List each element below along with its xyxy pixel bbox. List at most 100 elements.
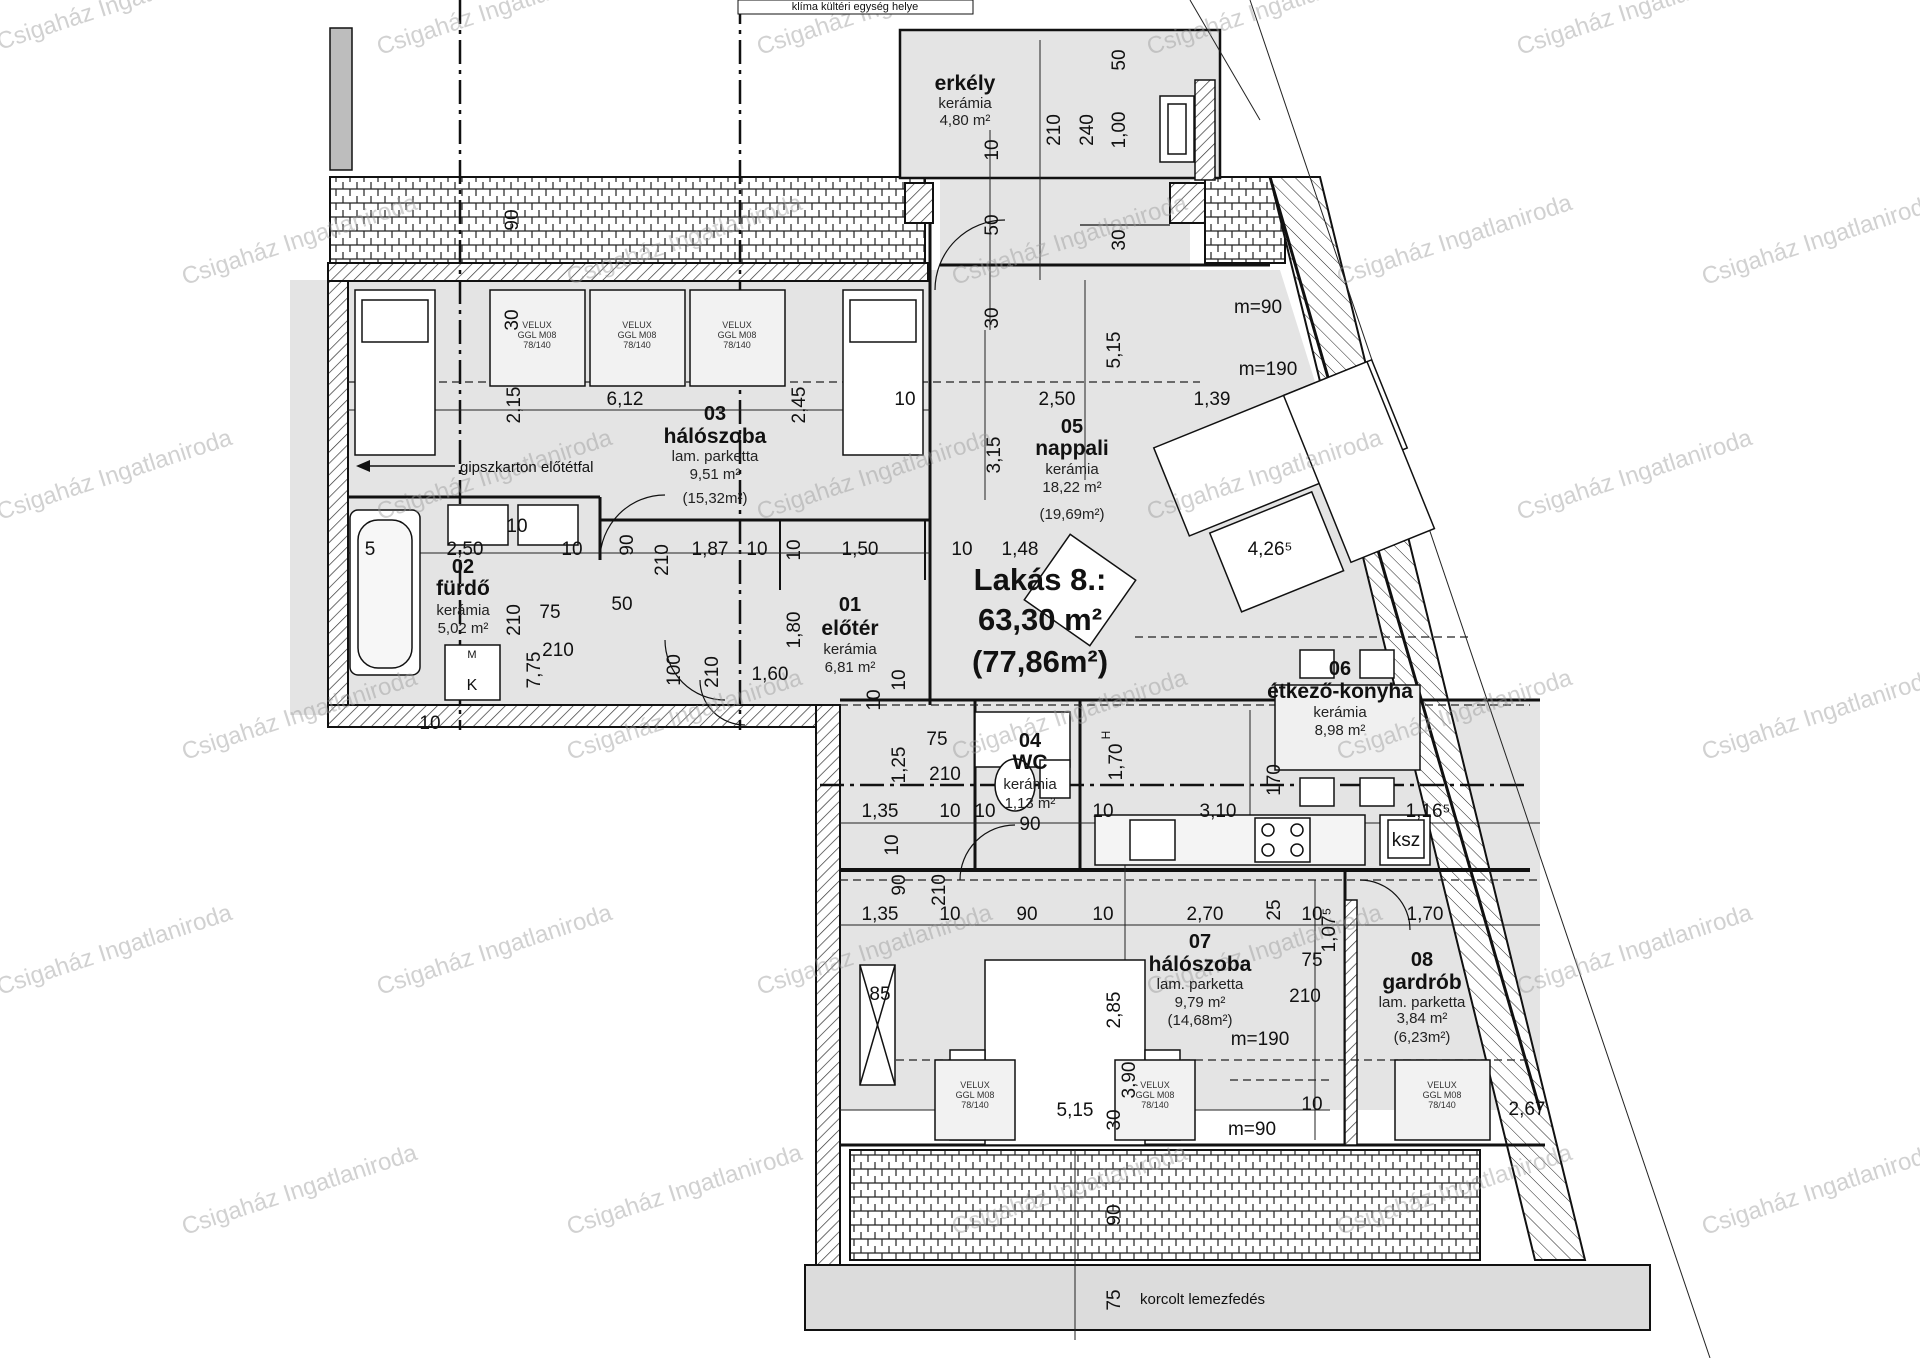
dim-label: 10 (894, 389, 915, 410)
dim-label: 210 (929, 764, 961, 785)
room-number-04: 04 (1019, 730, 1042, 752)
dim-label: 75 (539, 602, 560, 623)
dim-label: 10 (561, 539, 582, 560)
velux-label: VELUX (1140, 1080, 1170, 1090)
velux-label: GGL M08 (1136, 1090, 1175, 1100)
dim-label: 1,00 (1109, 112, 1130, 149)
velux-label: GGL M08 (1423, 1090, 1462, 1100)
dim-label: 210 (929, 874, 950, 906)
dim-label: 75 (1104, 1289, 1125, 1310)
dim-label: 30 (1109, 229, 1130, 250)
dim-label: 25 (1264, 899, 1285, 920)
room-name-08: gardrób (1382, 971, 1461, 994)
room-material-07: lam. parketta (1157, 976, 1244, 993)
room-area-01: 6,81 m² (825, 659, 876, 676)
dim-label: 30 (982, 307, 1003, 328)
dim-label: 3,15 (984, 437, 1005, 474)
velux-labels: VELUX GGL M08 78/140 VELUX GGL M08 78/14… (518, 320, 1462, 1110)
watermark: Csigaház Ingatlaniroda (374, 0, 616, 61)
velux-label: VELUX (722, 320, 752, 330)
dim-label: 100 (664, 654, 685, 686)
dim-label: 10 (506, 516, 527, 537)
watermark: Csigaház Ingatlaniroda (179, 1139, 421, 1241)
velux-label: VELUX (960, 1080, 990, 1090)
dim-label: 210 (504, 604, 525, 636)
room-material-06: kerámia (1313, 704, 1367, 721)
dim-label: 1,48 (1002, 539, 1039, 560)
watermark: Csigaház Ingatlaniroda (1699, 1139, 1920, 1241)
dim-label: 1,35 (862, 904, 899, 925)
door-swings (599, 219, 1411, 931)
dim-label: 2,50 (1039, 389, 1076, 410)
ksz-label: ksz (1392, 830, 1421, 851)
room-number-03: 03 (704, 403, 726, 425)
room-gross-05: (19,69m²) (1039, 506, 1104, 523)
dim-label: 10 (1301, 1094, 1322, 1115)
roof-band-top-right (1204, 176, 1286, 264)
room-material-01: kerámia (823, 641, 877, 658)
furniture (349, 103, 1491, 1146)
roofing-note: korcolt lemezfedés (1140, 1291, 1265, 1308)
room-area-08: 3,84 m² (1397, 1010, 1448, 1027)
watermark: Csigaház Ingatlaniroda (1699, 664, 1920, 766)
dim-label: m=190 (1231, 1029, 1290, 1050)
k-label: K (467, 677, 478, 694)
dim-label: 1,87 (692, 539, 729, 560)
watermark: Csigaház Ingatlaniroda (1334, 189, 1576, 291)
dim-label: 10 (974, 801, 995, 822)
dim-label: 1,35 (862, 801, 899, 822)
watermark: Csigaház Ingatlaniroda (1514, 899, 1756, 1001)
room-material-balcony: kerámia (938, 95, 992, 112)
velux-label: VELUX (1427, 1080, 1457, 1090)
m-label: M (467, 649, 476, 661)
dim-label: 50 (1109, 49, 1130, 70)
dim-label: 1,25 (889, 747, 910, 784)
top-note-box (737, 0, 974, 15)
dim-label: 5,15 (1057, 1100, 1094, 1121)
watermark: Csigaház Ingatlaniroda (1699, 189, 1920, 291)
velux-label: GGL M08 (518, 330, 557, 340)
room-gross-08: (6,23m²) (1394, 1029, 1451, 1046)
room-number-05: 05 (1061, 416, 1083, 438)
watermark: Csigaház Ingatlaniroda (564, 1139, 806, 1241)
dim-label: 90 (617, 534, 638, 555)
dim-label: 210 (542, 640, 574, 661)
arrow-left-icon (356, 460, 370, 472)
dim-label: 90 (889, 874, 910, 895)
room-number-01: 01 (839, 594, 861, 616)
room-number-08: 08 (1411, 949, 1433, 971)
wc-h-label: H (1099, 731, 1113, 740)
velux-label: GGL M08 (618, 330, 657, 340)
dim-label: 10 (746, 539, 767, 560)
room-number-02: 02 (452, 556, 474, 578)
room-area-02: 5,02 m² (438, 620, 489, 637)
dim-label: 210 (702, 656, 723, 688)
room-area-balcony: 4,80 m² (940, 112, 991, 129)
dim-label: m=190 (1239, 359, 1298, 380)
dim-label: 10 (882, 834, 903, 855)
dim-label: 210 (1044, 114, 1065, 146)
dim-label: 1,70 (1407, 904, 1444, 925)
dim-label: 6,12 (607, 389, 644, 410)
dim-label: 10 (1092, 904, 1113, 925)
roofing-strip (804, 1264, 1651, 1331)
dimension-labels: 6,12 2,15 2,45 30 90 10 2,50 5,15 1,39 3… (365, 49, 1546, 1310)
room-gross-03: (15,32m²) (682, 490, 747, 507)
watermark: Csigaház Ingatlaniroda (0, 0, 236, 56)
dim-label: 50 (611, 594, 632, 615)
dim-label: 210 (652, 544, 673, 576)
room-name-06: étkező-konyha (1267, 680, 1413, 703)
dim-label: 1,80 (784, 612, 805, 649)
room-area-06: 8,98 m² (1315, 722, 1366, 739)
dim-label: 10 (1301, 904, 1322, 925)
dim-label: 2,45 (789, 387, 810, 424)
dim-label: 90 (1104, 1204, 1125, 1225)
room-area-03: 9,51 m² (690, 466, 741, 483)
dim-label: 10 (784, 539, 805, 560)
dim-label: 1,07⁵ (1319, 908, 1340, 953)
room-area-04: 1,13 m² (1005, 795, 1056, 812)
dim-label: 2,50 (447, 539, 484, 560)
dim-label: m=90 (1228, 1119, 1276, 1140)
dim-label: 30 (1104, 1109, 1125, 1130)
watermark: Csigaház Ingatlaniroda (1514, 424, 1756, 526)
